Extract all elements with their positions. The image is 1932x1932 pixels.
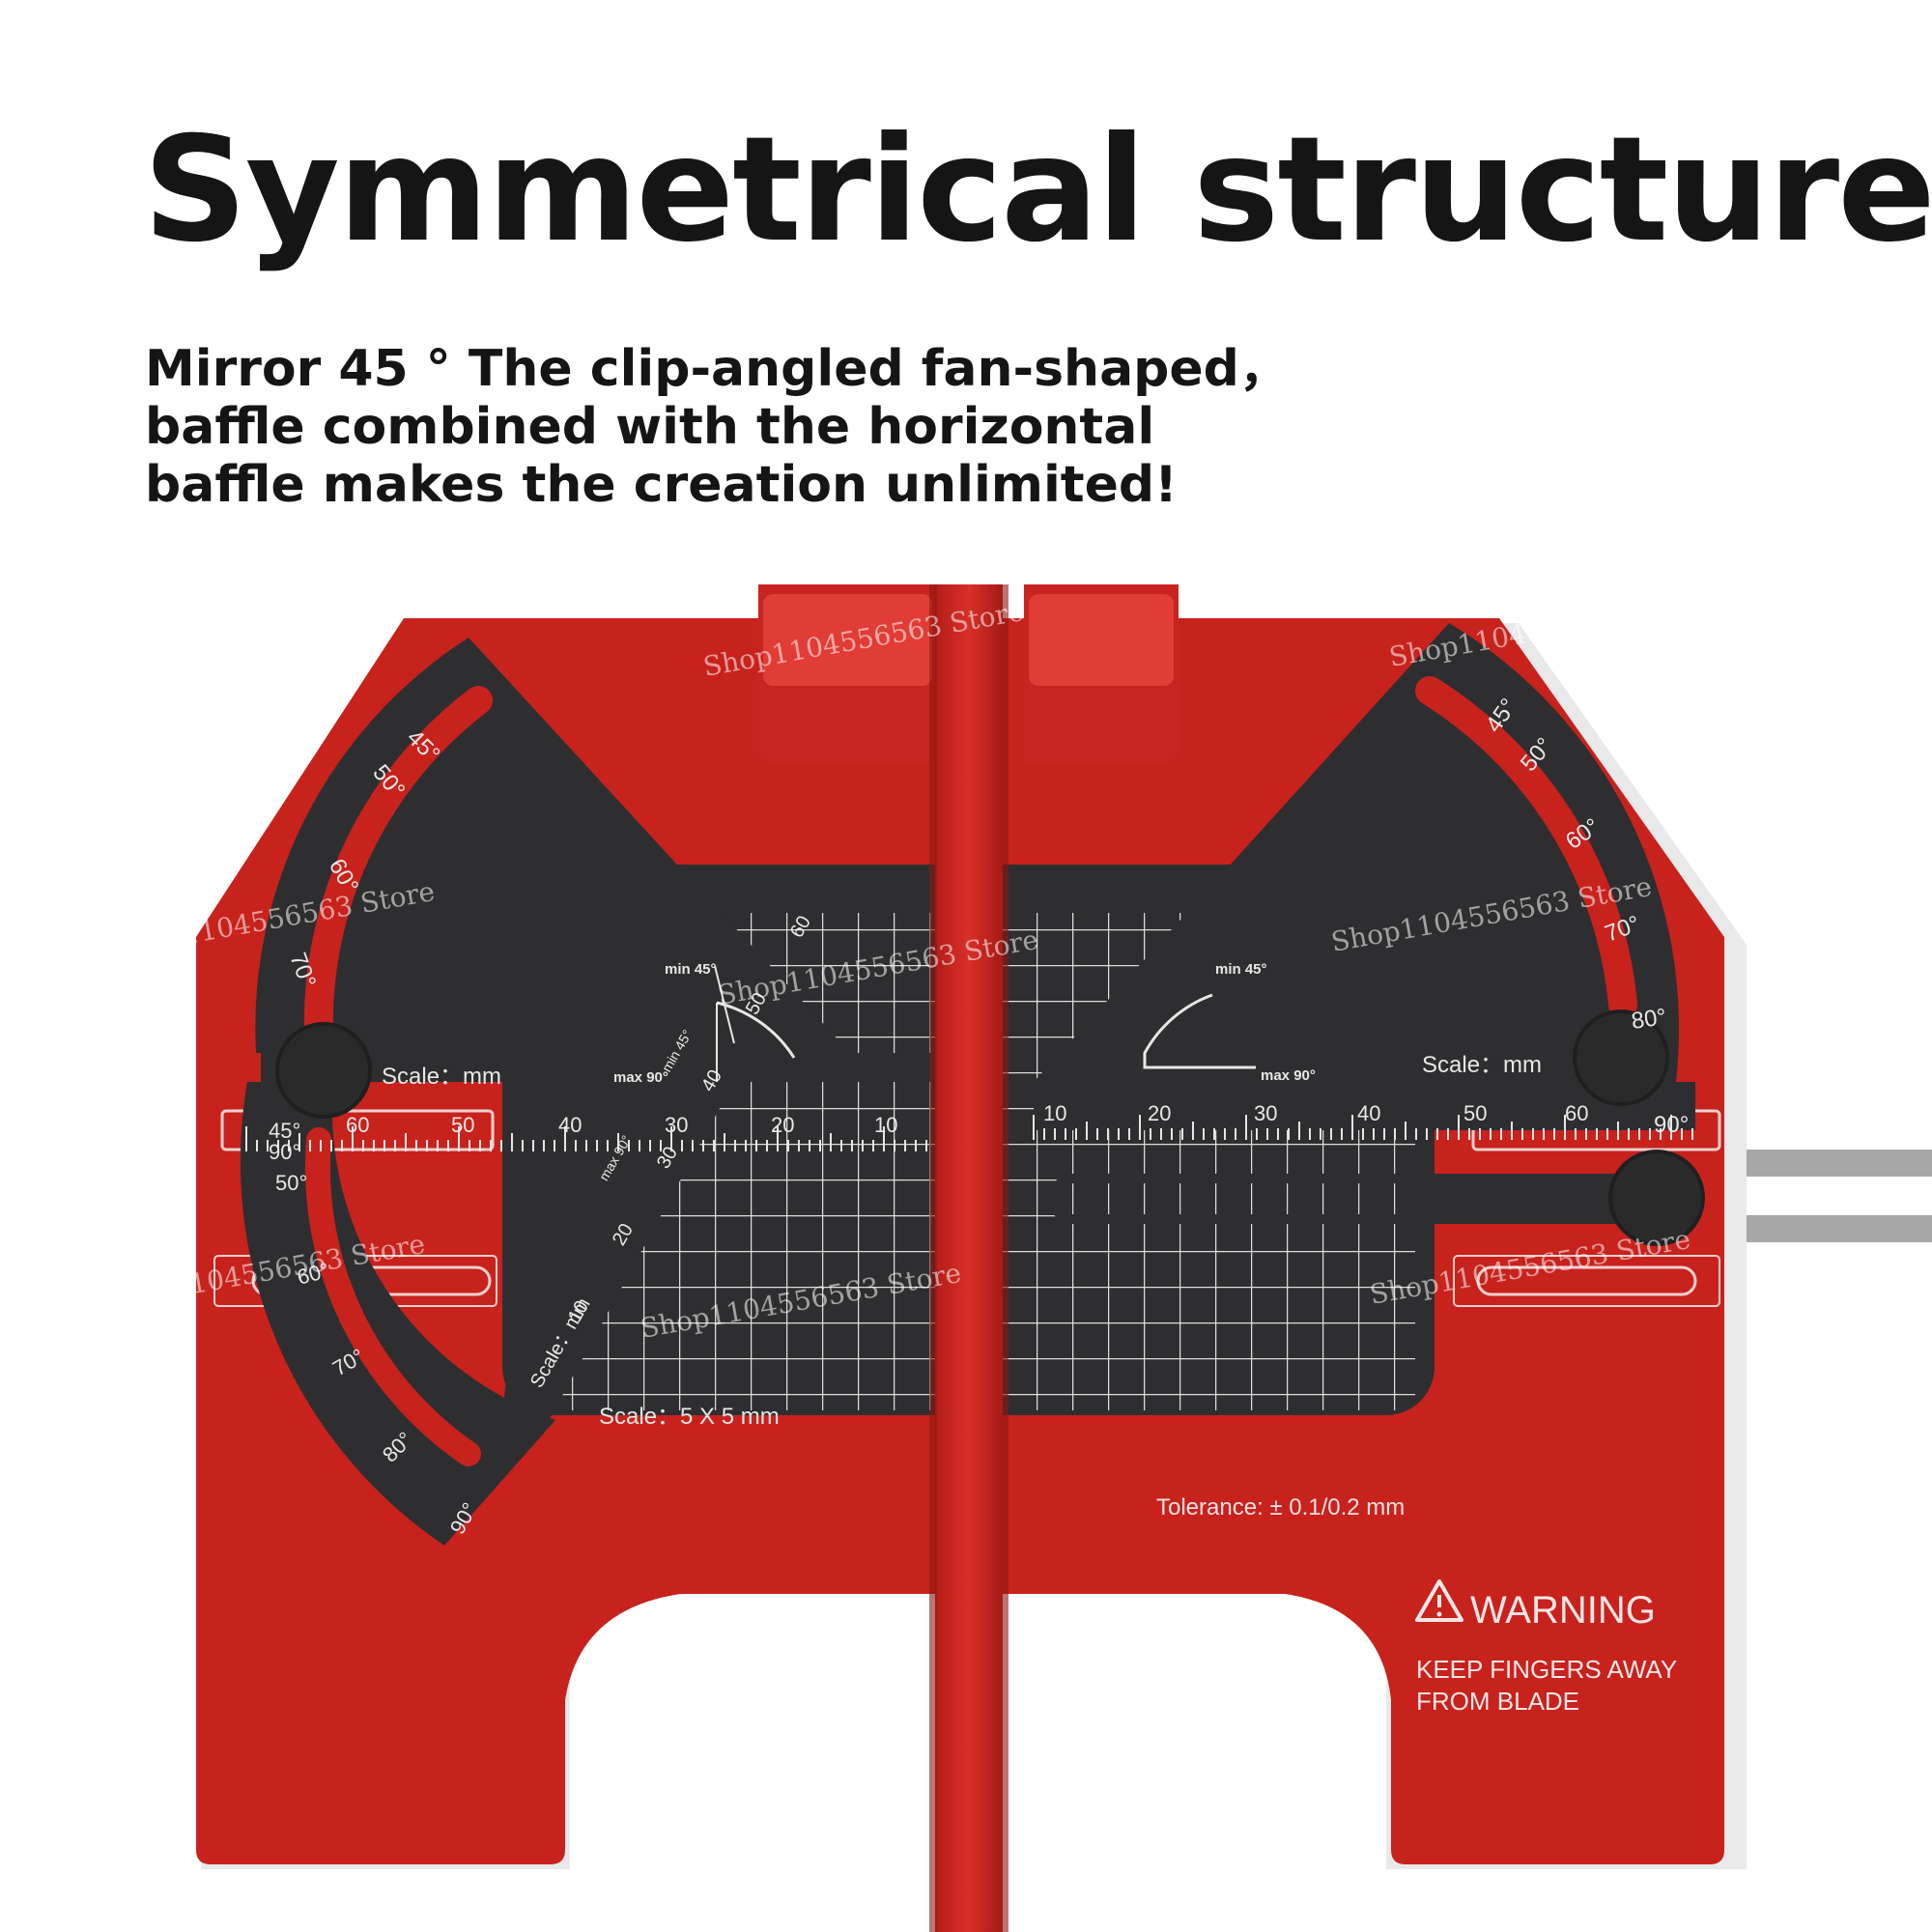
subheadline-line-3: baffle makes the creation unlimited! [145,456,1178,514]
headline: Symmetrical structure [143,106,1932,274]
svg-text:50: 50 [451,1113,474,1137]
left-max-label: max 90° [613,1069,668,1086]
svg-text:60: 60 [1565,1101,1588,1125]
svg-text:90°: 90° [269,1140,300,1164]
warning-block: WARNING KEEP FINGERS AWAY FROM BLADE [1415,1579,1677,1716]
warning-title: WARNING [1470,1589,1656,1632]
subheadline-line-1: Mirror 45 ° The clip-angled fan-shaped， [145,340,1290,398]
svg-text:30: 30 [665,1113,688,1137]
warning-line-2: FROM BLADE [1416,1687,1579,1716]
right-scale-label: Scale：mm [1422,1052,1542,1078]
right-ruler-numbers: 10 20 30 40 50 60 [1043,1101,1588,1125]
center-blade [929,584,1009,1932]
ruler-ticks [245,1115,1693,1151]
svg-text:80°: 80° [1630,1004,1668,1035]
subheadline-line-2: baffle combined with the horizontal [145,398,1155,456]
left-scale-label: Scale：mm [382,1064,501,1090]
right-min-label: min 45° [1215,961,1267,978]
tolerance-label: Tolerance: ± 0.1/0.2 mm [1156,1494,1405,1520]
warning-line-1: KEEP FINGERS AWAY [1416,1655,1677,1684]
warning-triangle-icon [1415,1579,1463,1622]
left-min-label: min 45° [665,961,717,978]
grid-scale-label: Scale：5 X 5 mm [599,1404,780,1430]
left-ruler-numbers: 60 50 40 30 20 10 [346,1113,897,1137]
svg-text:60: 60 [346,1113,369,1137]
svg-text:Shop1104556563 Store: Shop1104556563 Store [77,585,403,673]
svg-text:10: 10 [874,1113,897,1137]
svg-text:50°: 50° [275,1171,307,1195]
svg-text:45°: 45° [269,1119,300,1143]
svg-text:50: 50 [1463,1101,1487,1125]
left-edge-labels: 45° 90° [269,1119,300,1164]
right-fan-baffle [1034,623,1705,1246]
svg-text:40: 40 [558,1113,582,1137]
svg-text:90°: 90° [1654,1112,1689,1138]
svg-text:20: 20 [771,1113,794,1137]
right-max-label: max 90° [1261,1067,1316,1084]
svg-text:10: 10 [1043,1101,1066,1125]
left-fan-baffle [240,638,942,1546]
svg-text:40: 40 [1357,1101,1380,1125]
svg-text:30: 30 [1254,1101,1277,1125]
svg-text:20: 20 [1148,1101,1171,1125]
